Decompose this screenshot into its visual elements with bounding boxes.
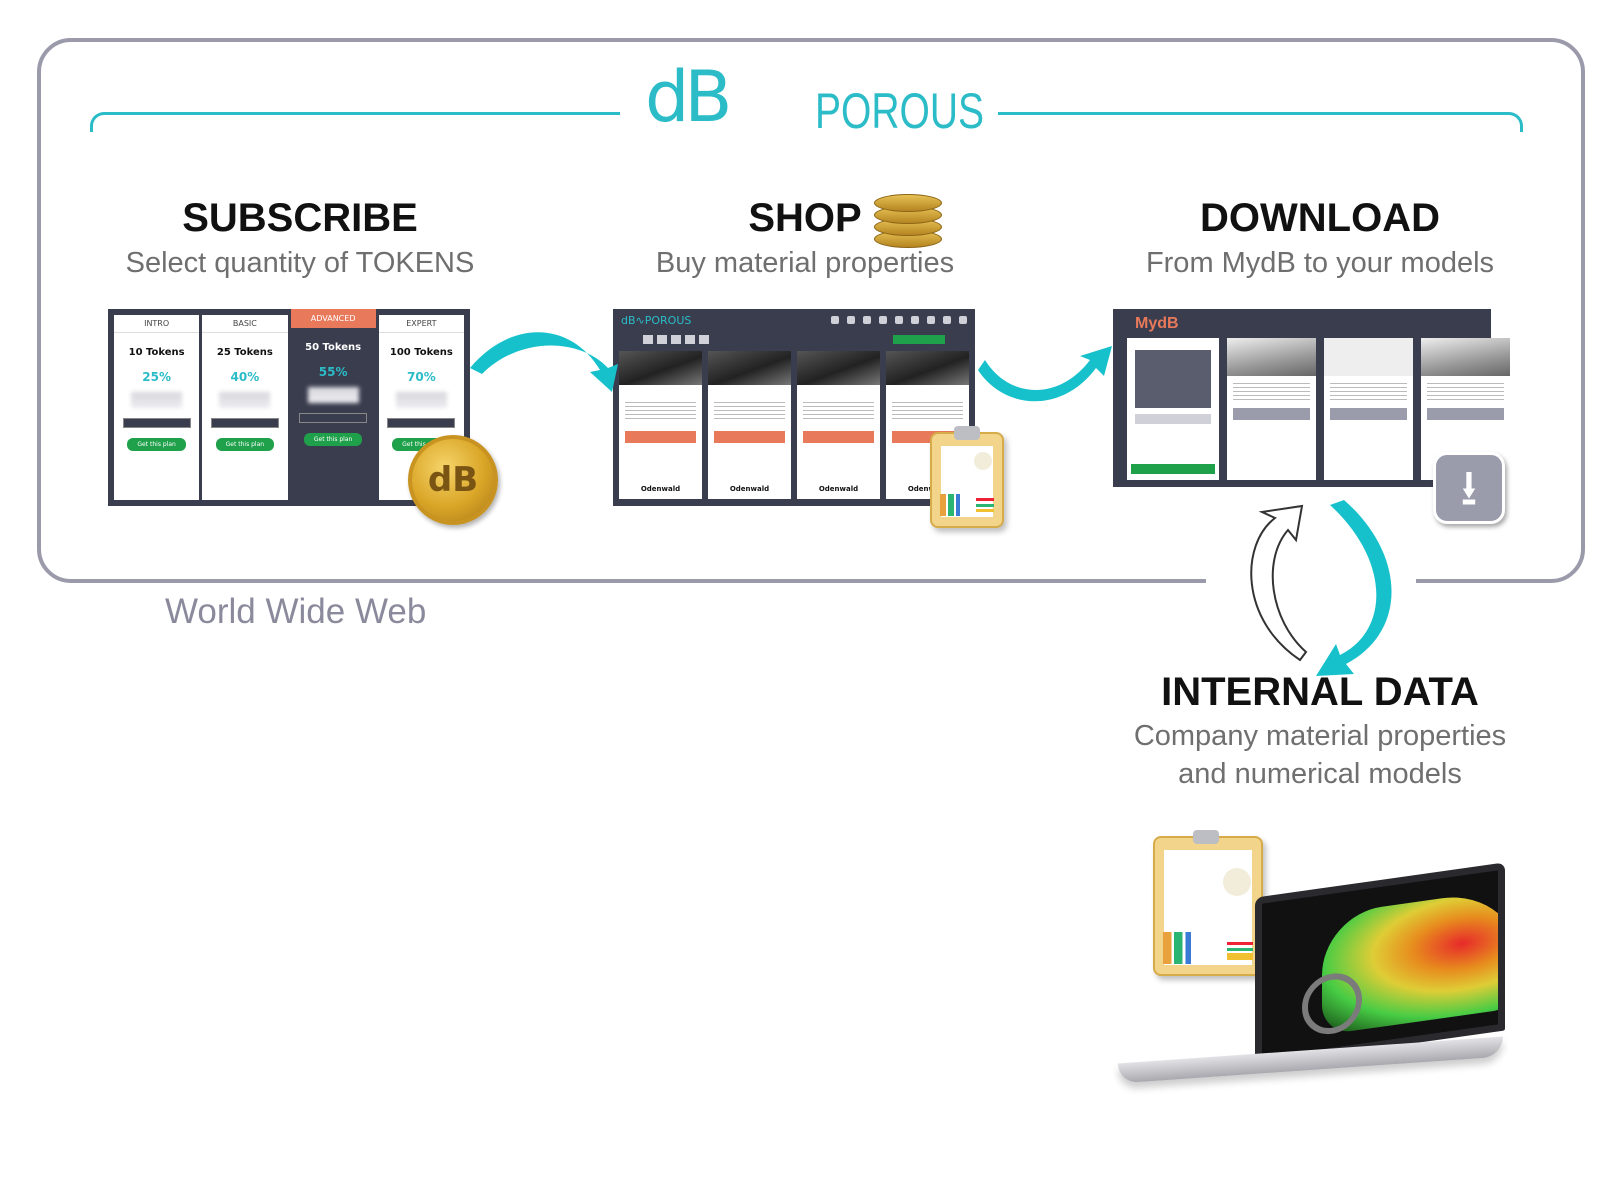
plan-price-blurred <box>307 387 359 403</box>
clipboard-report-icon <box>930 426 1004 528</box>
shop-topbar: dB∿POROUS <box>613 309 975 331</box>
plan-price-blurred <box>219 392 271 408</box>
plan-tokens: 100 Tokens <box>389 347 453 358</box>
internal-data-subtitle-2: and numerical models <box>1178 758 1462 790</box>
internal-data-subtitle-1: Company material properties <box>1133 720 1507 752</box>
mydb-screenshot: MydB <box>1113 309 1510 487</box>
download-title: DOWNLOAD <box>1200 196 1440 240</box>
plan-discount: 70% <box>407 370 436 384</box>
shop-title: SHOP <box>748 196 862 240</box>
download-icon: ⭳ <box>1433 452 1505 524</box>
laptop-screen <box>1255 862 1505 1066</box>
plan-name: BASIC <box>202 315 288 333</box>
shop-toolbar <box>613 331 975 347</box>
plan-tokens: 50 Tokens <box>305 342 362 353</box>
plan-badge <box>122 418 191 428</box>
product-card[interactable]: Odenwald <box>708 351 791 499</box>
db-token-coin-icon: dB <box>408 435 498 525</box>
add-tokens-button[interactable] <box>1131 464 1215 474</box>
brand-label: Odenwald <box>640 485 681 493</box>
header-line-left <box>90 112 620 132</box>
logo-porous: POROUS <box>815 83 985 139</box>
get-plan-button[interactable]: Get this plan <box>303 433 363 446</box>
avatar <box>1135 350 1211 408</box>
plan-tokens: 10 Tokens <box>128 347 185 358</box>
coin-stack-icon <box>874 192 942 248</box>
product-card[interactable]: Odenwald <box>797 351 880 499</box>
plan-card-basic: BASIC 25 Tokens 40% Get this plan <box>202 315 288 500</box>
get-plan-button[interactable]: Get this plan <box>215 438 275 451</box>
world-wide-web-label: World Wide Web <box>165 592 427 631</box>
shopping-cart-button[interactable] <box>893 334 945 344</box>
shop-logo: dB∿POROUS <box>621 313 692 327</box>
subscription-plans-screenshot: INTRO 10 Tokens 25% Get this plan BASIC … <box>108 309 470 506</box>
clipboard-report-icon <box>1153 830 1263 976</box>
plan-price-blurred <box>131 392 183 408</box>
world-wide-web-frame <box>37 38 1585 583</box>
plan-discount: 55% <box>318 365 348 379</box>
tokens-label <box>1135 414 1211 424</box>
shop-subtitle: Buy material properties <box>655 247 955 279</box>
saved-product-card[interactable] <box>1227 338 1316 480</box>
frame-gap <box>1206 570 1416 590</box>
plan-name: EXPERT <box>378 315 464 333</box>
download-subtitle: From MydB to your models <box>1145 247 1495 279</box>
shop-screenshot: dB∿POROUS Odenwald Odenwald Odenwald Ode… <box>613 309 975 506</box>
plan-name: ADVANCED <box>290 309 376 328</box>
brand-label: Odenwald <box>729 485 770 493</box>
saved-product-card[interactable] <box>1324 338 1413 480</box>
plan-name: INTRO <box>114 315 200 333</box>
plan-discount: 25% <box>142 370 171 384</box>
brand-label: Odenwald <box>818 485 859 493</box>
internal-data-title: INTERNAL DATA <box>1161 670 1479 714</box>
logo-db: dB <box>645 56 732 138</box>
mydb-logo: MydB <box>1135 315 1179 332</box>
header-line-right <box>998 112 1523 132</box>
subscribe-title: SUBSCRIBE <box>182 196 418 240</box>
plan-badge <box>210 418 279 428</box>
mydb-profile-sidebar <box>1127 338 1219 480</box>
plan-tokens: 25 Tokens <box>216 347 273 358</box>
brand-label: Odenwald <box>907 485 948 493</box>
shop-nav-icons <box>831 316 967 324</box>
plan-badge <box>299 413 368 423</box>
plan-card-intro: INTRO 10 Tokens 25% Get this plan <box>114 315 200 500</box>
subscribe-subtitle: Select quantity of TOKENS <box>125 247 475 279</box>
get-plan-button[interactable]: Get this plan <box>127 438 186 451</box>
product-card[interactable]: Odenwald <box>619 351 702 499</box>
plan-card-advanced: ADVANCED 50 Tokens 55% Get this plan <box>290 309 376 500</box>
plan-discount: 40% <box>230 370 260 384</box>
plan-price-blurred <box>395 392 447 408</box>
plan-badge <box>387 418 456 428</box>
